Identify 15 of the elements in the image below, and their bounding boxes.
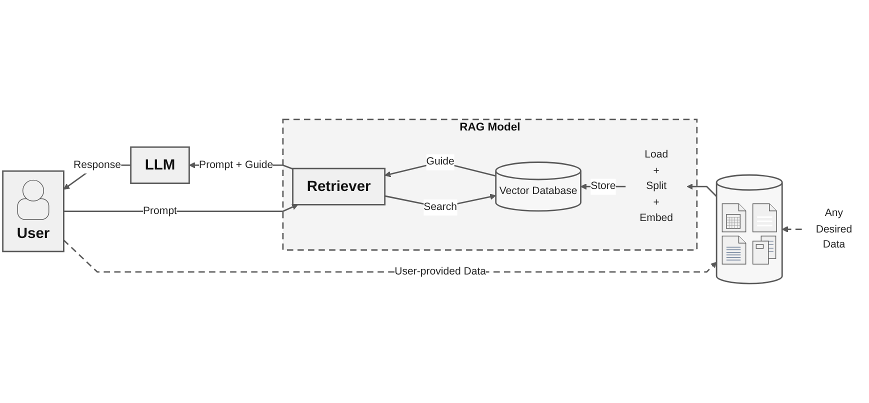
arrow — [686, 184, 718, 197]
node-box: LLM — [130, 146, 190, 184]
edge-label: Prompt + Guide — [199, 158, 274, 171]
edge-label: Prompt — [143, 204, 177, 217]
arrow — [782, 226, 802, 232]
node-box: Retriever — [292, 168, 386, 206]
edge-label: Store — [590, 180, 616, 192]
edge-label: Guide — [426, 156, 454, 168]
node-box: User — [2, 170, 64, 252]
edge-label: User-provided Data — [394, 265, 486, 278]
node-text: Any Desired Data — [816, 206, 852, 251]
node-cylinder — [716, 174, 783, 284]
edge-label: Response — [74, 158, 121, 171]
edge-label: Search — [424, 200, 458, 213]
node-text: Load + Split + Embed — [640, 148, 674, 224]
